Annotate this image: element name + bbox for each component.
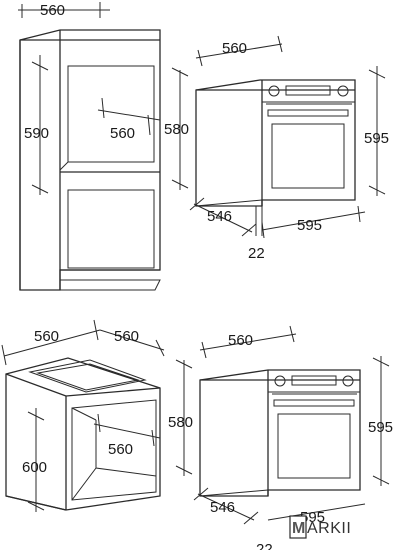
depth-top-dimension-line: [99, 329, 165, 351]
brand-logo: M ARKII: [289, 515, 351, 539]
offset-label: 22: [256, 541, 273, 550]
oven-panel-bottom: 560 580 595 546 595 22: [168, 325, 393, 550]
height-label: 600: [22, 459, 47, 476]
depth-dimension-line: [193, 203, 253, 233]
total-width-dimension-line: [267, 503, 366, 521]
column-cabinet-panel: 560 590 560: [18, 2, 161, 291]
display-icon: [291, 375, 337, 386]
knob-left-icon: [274, 375, 286, 387]
height-label: 580: [164, 121, 189, 138]
door-window: [277, 413, 351, 479]
offset-label: 22: [248, 245, 265, 262]
inner-niche: [71, 399, 157, 501]
depth-dimension-line: [97, 109, 161, 121]
control-panel: [261, 79, 356, 103]
logo-initial: M: [292, 520, 305, 537]
depth-label: 546: [207, 208, 232, 225]
width-label: 560: [228, 332, 253, 349]
upper-niche: [67, 65, 155, 163]
control-panel: [267, 369, 361, 393]
cabinet-outline: [19, 29, 161, 291]
width-label: 560: [34, 328, 59, 345]
depth-dimension-line: [93, 423, 161, 439]
depth-top-label: 560: [114, 328, 139, 345]
logo-box-icon: [289, 515, 307, 539]
width-label: 560: [40, 2, 65, 19]
depth-label: 546: [210, 499, 235, 516]
width-label: 560: [222, 40, 247, 57]
knob-right-icon: [342, 375, 354, 387]
knob-left-icon: [268, 85, 280, 97]
oven-panel-top: 560 580 595 546 595 22: [164, 35, 389, 262]
total-width-label: 595: [297, 217, 322, 234]
total-width-dimension-line: [261, 211, 366, 231]
total-height-label: 595: [364, 130, 389, 147]
display-icon: [285, 85, 331, 96]
knob-right-icon: [337, 85, 349, 97]
width-dimension-line: [3, 329, 101, 357]
oven-body: [195, 79, 356, 207]
depth-label: 560: [110, 125, 135, 142]
depth-label: 560: [108, 441, 133, 458]
oven-body: [199, 369, 361, 497]
height-label: 580: [168, 414, 193, 431]
hob-top: [28, 359, 147, 393]
door-handle-icon: [267, 109, 349, 117]
width-dimension-line: [195, 43, 283, 59]
height-label: 590: [24, 125, 49, 142]
door-window: [271, 123, 345, 189]
width-dimension-line: [199, 333, 297, 351]
cabinet-outline: [5, 357, 161, 511]
door-handle-icon: [273, 399, 355, 407]
total-height-label: 595: [368, 419, 393, 436]
depth-dimension-line: [197, 493, 255, 521]
undercounter-cabinet-panel: 560 560 600 560: [1, 319, 165, 512]
logo-text: ARKII: [307, 520, 351, 537]
